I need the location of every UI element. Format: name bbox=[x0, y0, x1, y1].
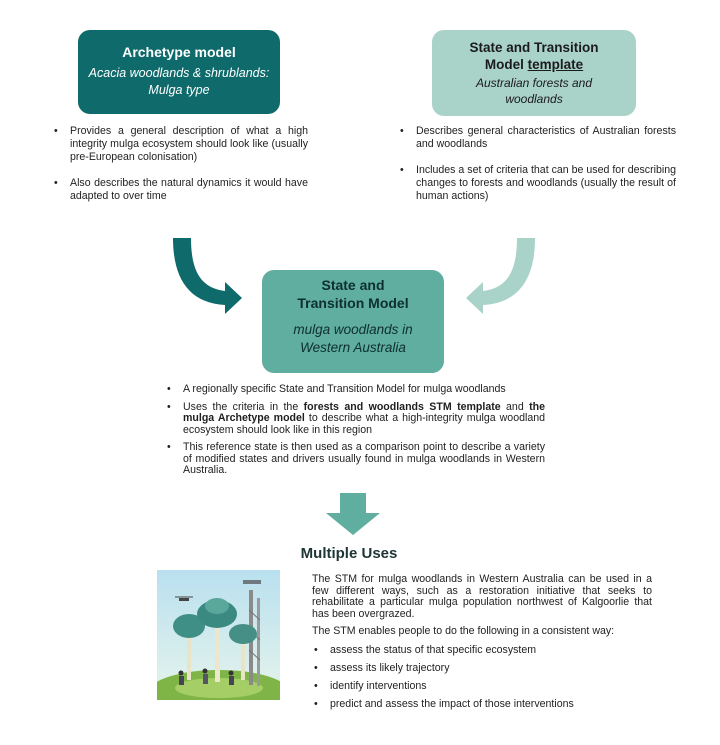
stm-bullet: This reference state is then used as a c… bbox=[165, 441, 545, 477]
archetype-subtitle-2: Mulga type bbox=[148, 83, 210, 97]
archetype-model-box: Archetype model Acacia woodlands & shrub… bbox=[78, 30, 280, 114]
uses-item: predict and assess the impact of those i… bbox=[312, 698, 652, 711]
uses-paragraph-1: The STM for mulga woodlands in Western A… bbox=[312, 573, 652, 620]
uses-list: assess the status of that specific ecosy… bbox=[312, 644, 652, 711]
template-subtitle-2: woodlands bbox=[505, 92, 563, 106]
template-title-2-underlined: template bbox=[527, 57, 584, 72]
multiple-uses-text: The STM for mulga woodlands in Western A… bbox=[312, 573, 652, 716]
mulga-woodland-illustration bbox=[157, 570, 280, 700]
archetype-subtitle-1: Acacia woodlands & shrublands: bbox=[88, 66, 270, 80]
down-arrow bbox=[326, 493, 380, 535]
stm-title-2: Transition Model bbox=[297, 295, 409, 311]
curved-arrow-right bbox=[466, 238, 535, 314]
template-title-1: State and Transition bbox=[469, 40, 599, 55]
template-title-2-pre: Model bbox=[484, 57, 528, 72]
stm-bullet2-post: to describe what a high-integrity mulga … bbox=[183, 412, 546, 436]
stm-box: State and Transition Model mulga woodlan… bbox=[262, 270, 444, 373]
archetype-bullet: Provides a general description of what a… bbox=[52, 125, 308, 164]
stm-bullet2-bold1: forests and woodlands STM template bbox=[303, 400, 501, 413]
uses-item: identify interventions bbox=[312, 680, 652, 693]
curved-arrow-left bbox=[173, 238, 242, 314]
stm-bullet2-bold2: the mulga Archetype model bbox=[183, 400, 546, 424]
stm-bullets: A regionally specific State and Transiti… bbox=[165, 383, 546, 483]
stm-bullet2-mid: and bbox=[500, 400, 530, 413]
archetype-bullets: Provides a general description of what a… bbox=[52, 125, 308, 216]
uses-item: assess the status of that specific ecosy… bbox=[312, 644, 652, 657]
template-bullets: Describes general characteristics of Aus… bbox=[398, 125, 676, 216]
stm-bullet: A regionally specific State and Transiti… bbox=[165, 383, 545, 396]
uses-item: assess its likely trajectory bbox=[312, 662, 652, 675]
stm-title-1: State and bbox=[321, 277, 385, 293]
stm-subtitle-1: mulga woodlands in bbox=[293, 322, 413, 337]
stm-template-box: State and Transition Model template Aust… bbox=[432, 30, 636, 116]
uses-paragraph-2: The STM enables people to do the followi… bbox=[312, 625, 615, 637]
stm-subtitle-2: Western Australia bbox=[300, 340, 406, 355]
stm-bullet2-pre: Uses the criteria in the bbox=[183, 400, 304, 413]
multiple-uses-title: Multiple Uses bbox=[300, 545, 398, 562]
template-subtitle-1: Australian forests and bbox=[475, 76, 593, 90]
archetype-bullet: Also describes the natural dynamics it w… bbox=[52, 177, 308, 203]
template-bullet: Includes a set of criteria that can be u… bbox=[398, 164, 676, 203]
stm-bullet: Uses the criteria in the forests and woo… bbox=[165, 400, 546, 437]
archetype-title: Archetype model bbox=[122, 44, 236, 60]
template-bullet: Describes general characteristics of Aus… bbox=[398, 125, 676, 151]
